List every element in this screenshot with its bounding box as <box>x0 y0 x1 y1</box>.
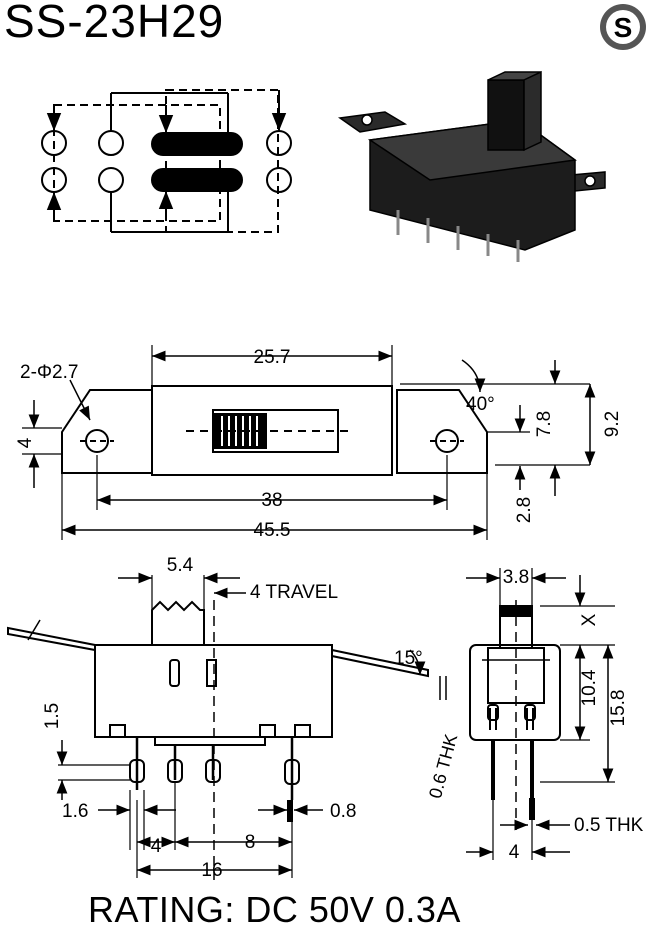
pin-width-label: 0.8 <box>330 801 356 822</box>
top-view-labels: 2-Φ2.7 25.7 40° 4 7.8 9.2 2.8 38 45.5 <box>15 347 623 541</box>
pin-offset-label: 4 <box>509 842 520 863</box>
end-knob-width-label: 3.8 <box>503 567 529 588</box>
dim-2-8-label: 2.8 <box>514 497 535 523</box>
dim-1-6-label: 1.6 <box>62 801 88 822</box>
overall-length-label: 45.5 <box>254 520 291 541</box>
pin-thickness-label: 0.5 THK <box>574 815 644 836</box>
manufacturer-logo: S <box>600 4 646 50</box>
pin-pitch-label: 8 <box>245 832 256 853</box>
dim-4-label: 4 <box>15 437 36 448</box>
side-view <box>7 572 447 880</box>
knob-width-label: 5.4 <box>167 555 194 576</box>
travel-label: 4 TRAVEL <box>250 582 338 603</box>
side-view-labels: 5.4 4 TRAVEL 15° 0.6 THK 1.5 1.6 0.8 4 8… <box>42 555 461 881</box>
hole-pitch-label: 38 <box>261 490 282 511</box>
end-view <box>466 568 615 860</box>
plate-thickness-label: 0.6 THK <box>425 732 461 801</box>
lug-angle-label: 15° <box>394 648 423 669</box>
top-view <box>22 345 596 540</box>
pin-dim-4-label: 4 <box>151 836 162 857</box>
product-illustration <box>337 70 606 262</box>
end-view-labels: 3.8 X 10.4 15.8 0.5 THK 4 <box>503 567 644 863</box>
knob-height-label: X <box>579 613 600 626</box>
body-height-label: 10.4 <box>579 669 600 706</box>
rating-label: RATING: DC 50V 0.3A <box>88 889 461 930</box>
circuit-schematic <box>41 89 292 233</box>
logo-letter: S <box>614 12 633 43</box>
dim-9-2-label: 9.2 <box>602 411 623 437</box>
total-height-label: 15.8 <box>608 690 629 727</box>
part-number-title: SS-23H29 <box>4 0 225 47</box>
angle-label: 40° <box>466 394 495 415</box>
hole-label: 2-Φ2.7 <box>20 362 78 383</box>
pin-span-label: 16 <box>201 860 222 881</box>
length-label: 25.7 <box>254 347 291 368</box>
dim-7-8-label: 7.8 <box>534 411 555 437</box>
dim-1-5-label: 1.5 <box>42 703 63 729</box>
